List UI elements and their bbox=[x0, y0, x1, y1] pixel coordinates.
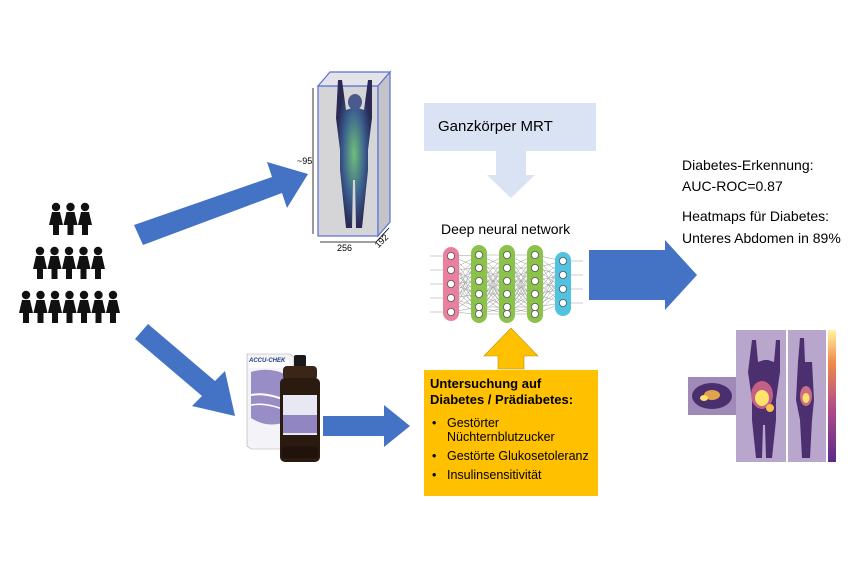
person-icon bbox=[91, 290, 106, 323]
neural-network-icon bbox=[430, 245, 583, 323]
network-node bbox=[531, 263, 540, 272]
arrow-to-test bbox=[135, 324, 235, 416]
person-icon bbox=[33, 290, 48, 323]
network-node bbox=[559, 284, 568, 293]
product-brand: ACCU-CHEK bbox=[249, 358, 286, 364]
network-node bbox=[502, 263, 511, 272]
network-node bbox=[502, 309, 511, 318]
person-icon bbox=[63, 202, 78, 235]
person-icon bbox=[49, 202, 63, 235]
network-node bbox=[446, 279, 455, 288]
body-scan-icon bbox=[336, 80, 372, 228]
heatmap-value: Unteres Abdomen in 89% bbox=[682, 230, 841, 246]
person-icon bbox=[91, 246, 105, 279]
heatmap-title: Heatmaps für Diabetes: bbox=[682, 208, 830, 224]
network-node bbox=[446, 251, 455, 260]
network-node bbox=[474, 276, 483, 285]
exam-title-line2: Diabetes / Prädiabetes: bbox=[430, 392, 574, 407]
mri-dim-width: 256 bbox=[337, 243, 353, 253]
network-node bbox=[474, 263, 483, 272]
exam-list: Gestörter Nüchternblutzucker Gestörte Gl… bbox=[430, 416, 592, 482]
network-node bbox=[559, 256, 568, 265]
network-node bbox=[474, 302, 483, 311]
arrow-to-results bbox=[589, 240, 697, 310]
network-node bbox=[474, 250, 483, 259]
network-node bbox=[446, 307, 455, 316]
network-node bbox=[474, 289, 483, 298]
person-icon bbox=[33, 246, 47, 279]
person-icon bbox=[62, 246, 76, 279]
person-icon bbox=[78, 202, 92, 235]
person-icon bbox=[19, 290, 33, 323]
mri-label-box: Ganzkörper MRT bbox=[424, 103, 596, 151]
network-node bbox=[531, 250, 540, 259]
network-node bbox=[502, 289, 511, 298]
network-node bbox=[502, 250, 511, 259]
network-node bbox=[559, 270, 568, 279]
network-node bbox=[446, 265, 455, 274]
network-node bbox=[559, 298, 568, 307]
mri-volume-image bbox=[312, 70, 392, 243]
arrow-to-mri bbox=[134, 162, 308, 245]
mri-dim-height: ~95 bbox=[297, 156, 313, 166]
person-icon bbox=[62, 290, 77, 323]
network-node bbox=[502, 276, 511, 285]
detection-title: Diabetes-Erkennung: bbox=[682, 157, 814, 173]
person-icon bbox=[47, 246, 62, 279]
network-node bbox=[531, 309, 540, 318]
network-node bbox=[531, 276, 540, 285]
person-icon bbox=[106, 290, 120, 323]
network-node bbox=[502, 302, 511, 311]
network-node bbox=[446, 293, 455, 302]
detection-value: AUC-ROC=0.87 bbox=[682, 178, 783, 194]
arrow-mri-to-network bbox=[487, 151, 535, 198]
exam-box: Untersuchung auf Diabetes / Prädiabetes:… bbox=[424, 370, 598, 496]
glucose-test-product-image bbox=[246, 353, 320, 462]
arrow-test-to-network bbox=[483, 327, 539, 370]
network-node bbox=[531, 289, 540, 298]
exam-item: Insulinsensitivität bbox=[430, 468, 592, 482]
exam-item: Gestörter Nüchternblutzucker bbox=[430, 416, 592, 444]
heatmap-images bbox=[688, 330, 836, 462]
person-icon bbox=[77, 290, 91, 323]
network-node bbox=[474, 309, 483, 318]
mri-label: Ganzkörper MRT bbox=[438, 118, 553, 135]
exam-item: Gestörte Glukosetoleranz bbox=[430, 449, 592, 463]
exam-title-line1: Untersuchung auf bbox=[430, 376, 542, 391]
population-icon bbox=[19, 202, 120, 323]
network-node bbox=[531, 302, 540, 311]
arrow-to-exam bbox=[323, 405, 410, 447]
colorbar bbox=[828, 330, 836, 462]
network-title: Deep neural network bbox=[441, 221, 571, 237]
person-icon bbox=[48, 290, 62, 323]
person-icon bbox=[76, 246, 91, 279]
